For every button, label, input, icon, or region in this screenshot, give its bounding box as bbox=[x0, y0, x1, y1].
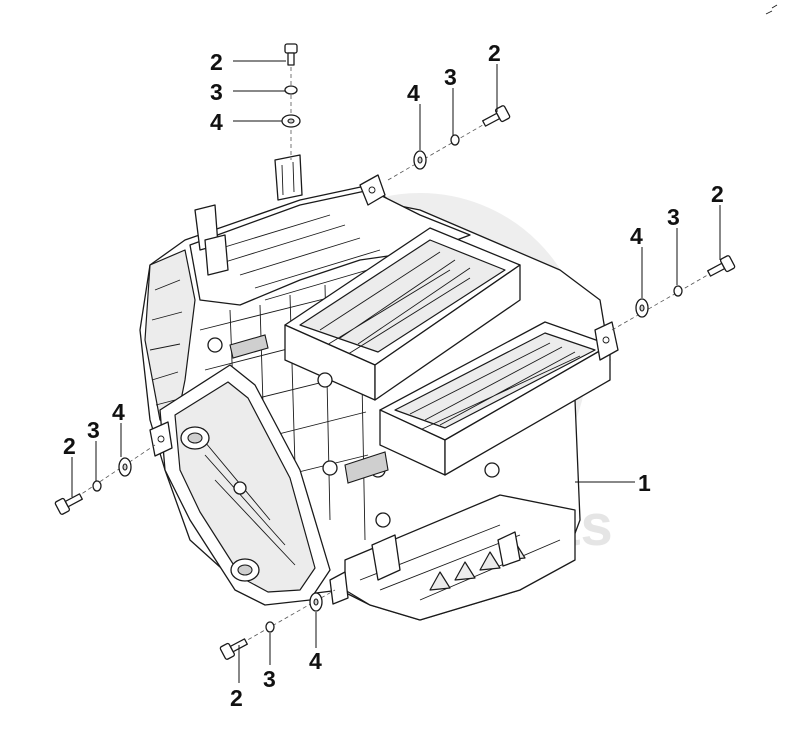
corner-mark bbox=[765, 4, 778, 15]
bolt-upper-right bbox=[482, 105, 511, 127]
callout-bolt-right: 2 bbox=[711, 181, 724, 207]
hvac-housing bbox=[139, 154, 619, 621]
fastener-set-left bbox=[54, 444, 156, 515]
fastener-set-upper-right bbox=[387, 105, 511, 181]
fastener-set-right bbox=[611, 255, 736, 331]
callout-housing: 1 bbox=[638, 470, 651, 496]
bolt-right bbox=[707, 255, 736, 277]
spring-washer-right bbox=[673, 285, 683, 297]
callout-labels: 2 3 4 4 3 2 4 3 2 2 3 4 2 3 4 1 bbox=[63, 40, 724, 711]
callout-flat-washer-right: 4 bbox=[630, 223, 643, 249]
callout-spring-washer-right: 3 bbox=[667, 204, 680, 230]
callout-bolt-bottom: 2 bbox=[230, 685, 243, 711]
callout-bolt-top: 2 bbox=[210, 49, 223, 75]
callout-flat-washer-upper-right: 4 bbox=[407, 80, 420, 106]
callout-spring-washer-top: 3 bbox=[210, 79, 223, 105]
fastener-set-top bbox=[281, 43, 301, 160]
callout-flat-washer-left: 4 bbox=[112, 399, 125, 425]
spring-washer-bottom bbox=[265, 621, 275, 633]
bolt-bottom bbox=[219, 638, 248, 660]
callout-flat-washer-bottom: 4 bbox=[309, 648, 322, 674]
callout-flat-washer-top: 4 bbox=[210, 109, 223, 135]
callout-spring-washer-bottom: 3 bbox=[263, 666, 276, 692]
callout-spring-washer-upper-right: 3 bbox=[444, 64, 457, 90]
leader-lines bbox=[71, 60, 721, 683]
fastener-set-bottom bbox=[219, 589, 336, 660]
spring-washer-top bbox=[284, 85, 298, 95]
bolt-left bbox=[54, 493, 83, 515]
callout-bolt-upper-right: 2 bbox=[488, 40, 501, 66]
spring-washer-upper-right bbox=[450, 134, 460, 146]
spring-washer-left bbox=[92, 480, 102, 492]
callout-spring-washer-left: 3 bbox=[87, 417, 100, 443]
bolt-top bbox=[284, 43, 298, 66]
callout-bolt-left: 2 bbox=[63, 433, 76, 459]
